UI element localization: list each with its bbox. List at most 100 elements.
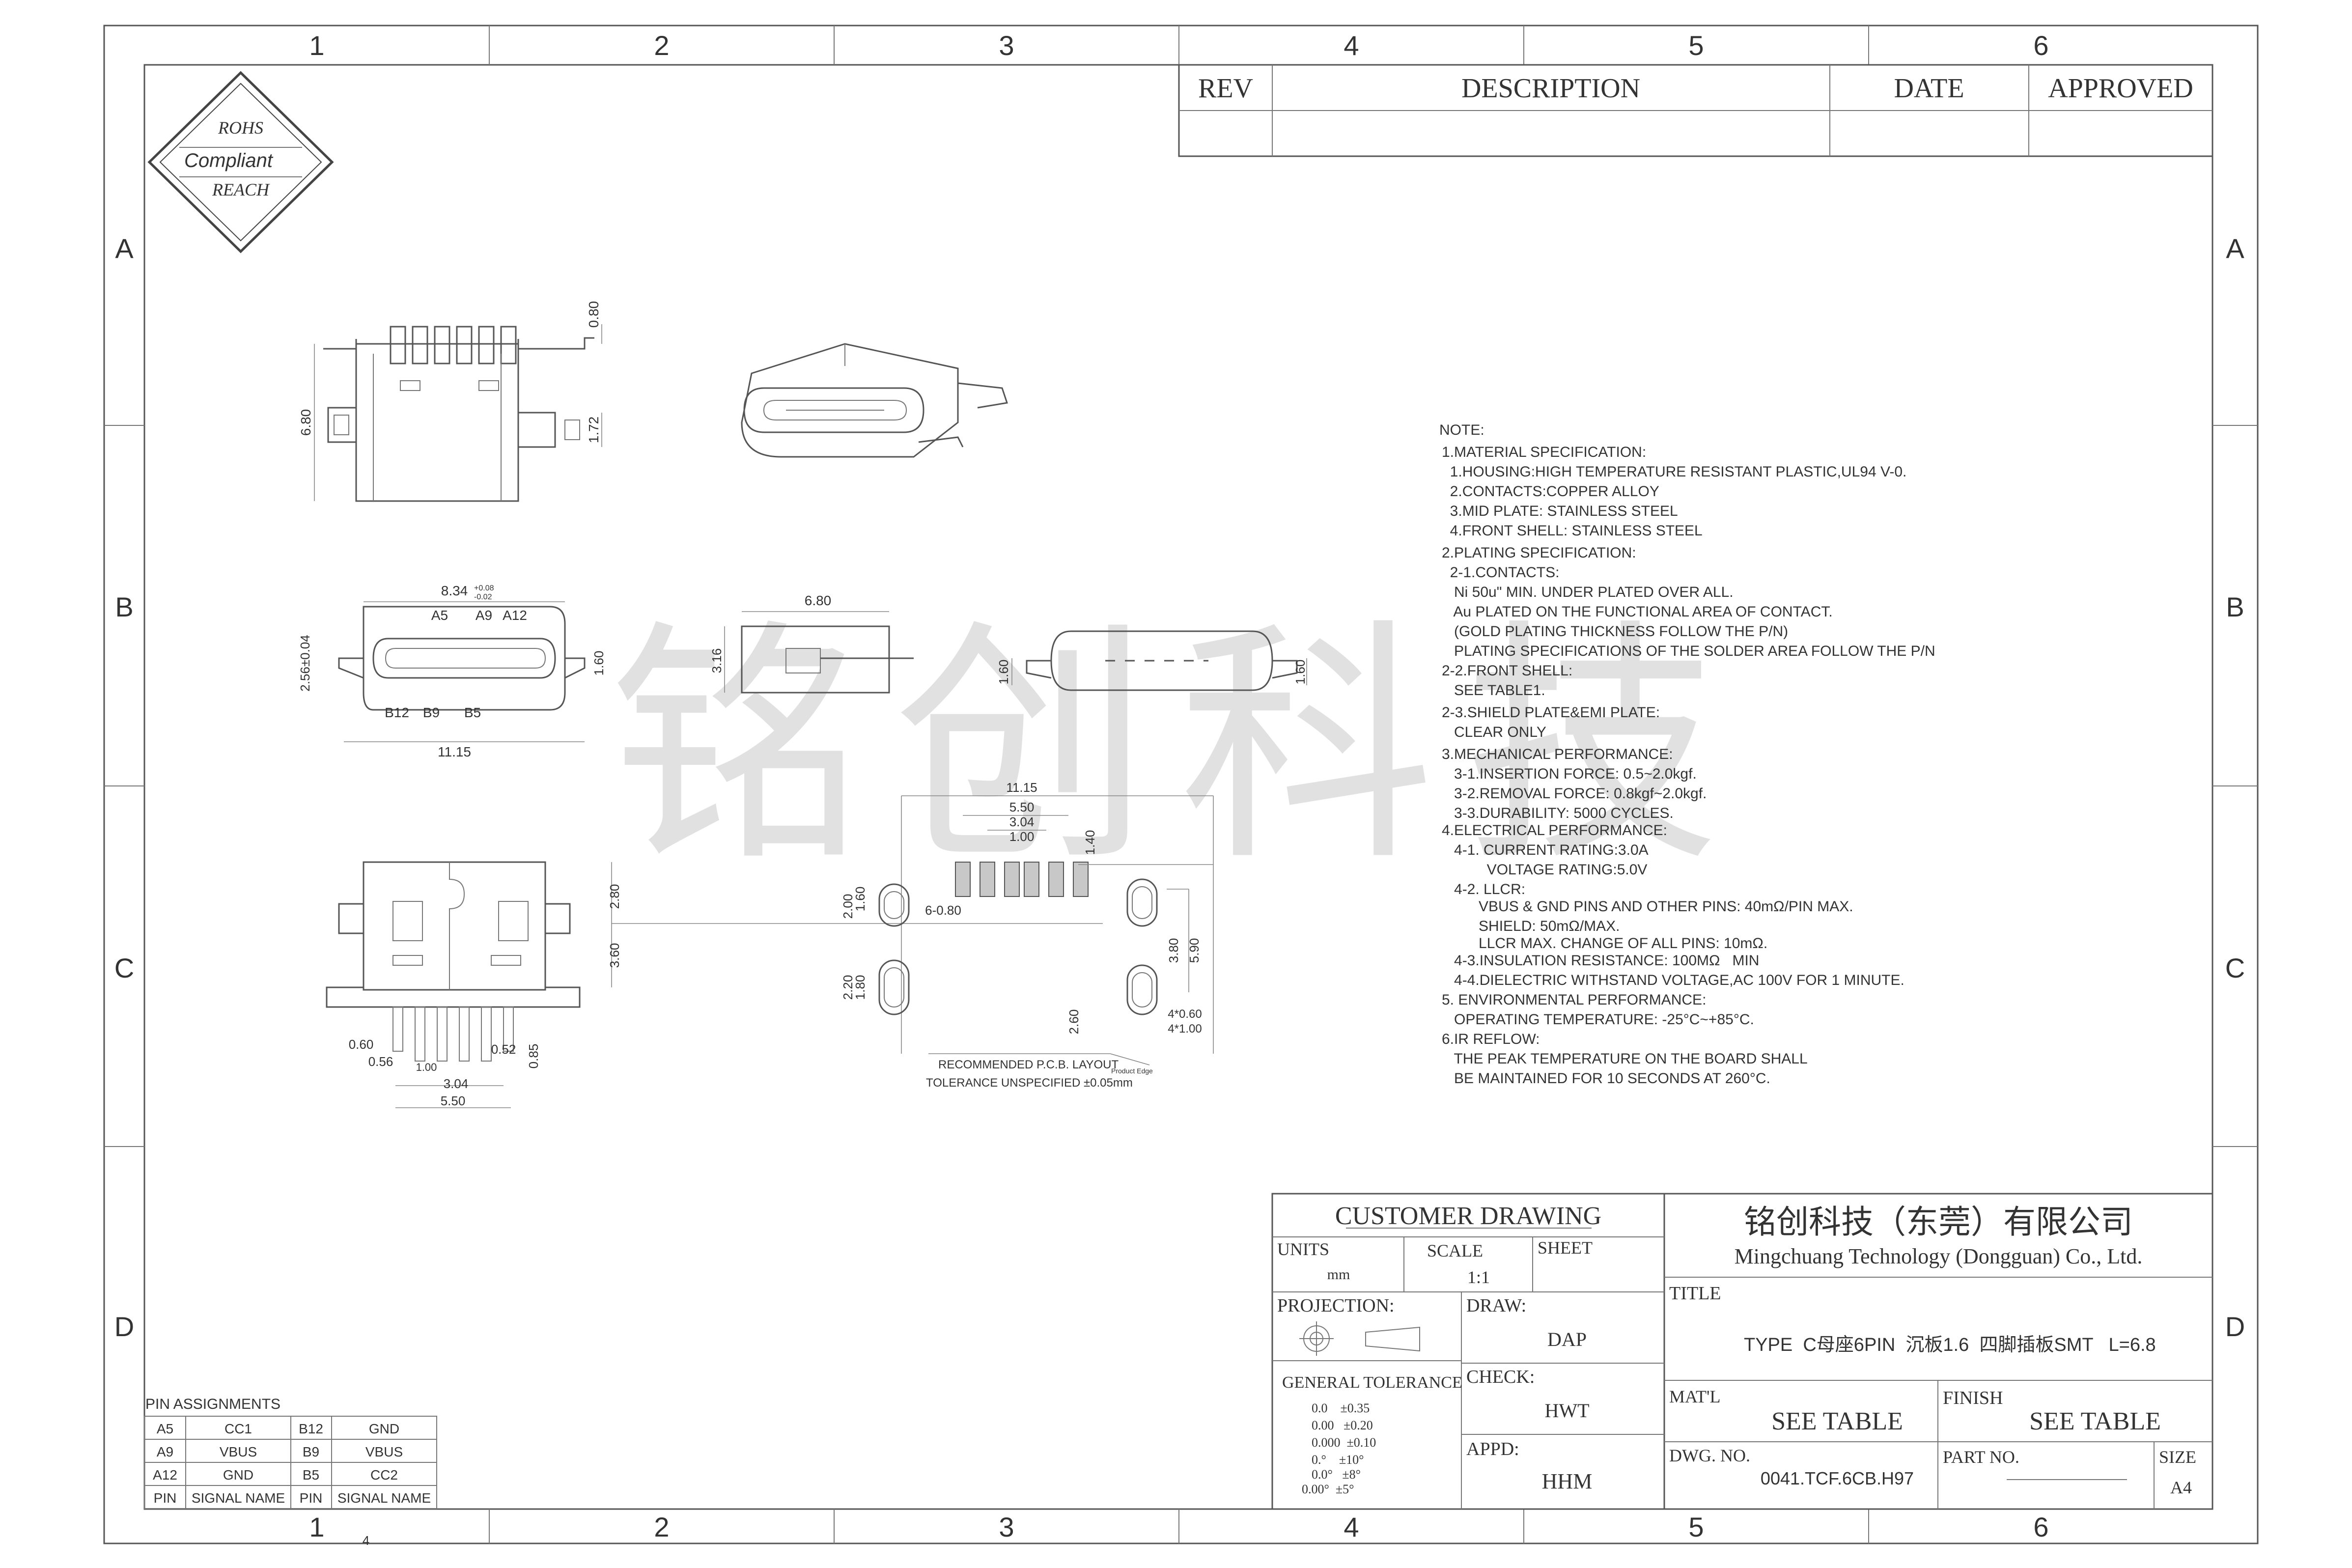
check-label: CHECK:	[1466, 1367, 1535, 1387]
part-no-label: PART NO.	[1943, 1447, 2019, 1467]
isometric-view	[741, 343, 1008, 458]
size-label: SIZE	[2159, 1447, 2196, 1467]
pcb-layout-note: RECOMMENDED P.C.B. LAYOUT	[938, 1058, 1119, 1071]
watermark: 铭创科技	[609, 598, 1749, 896]
dwg-no-label: DWG. NO.	[1669, 1446, 1750, 1465]
outer-frame	[103, 25, 2259, 1544]
pin-assignments-title: PIN ASSIGNMENTS	[145, 1396, 280, 1412]
dim-front-1-60: 1.60	[591, 651, 606, 676]
zone-labels-top: 1 2 3 4 5 6	[309, 30, 2048, 61]
projection-label: PROJECTION:	[1277, 1295, 1395, 1316]
note-line: 3.MECHANICAL PERFORMANCE:	[1442, 746, 1673, 762]
note-line: 2-1.CONTACTS:	[1442, 564, 1559, 581]
note-line: NOTE:	[1439, 422, 1484, 438]
note-line: OPERATING TEMPERATURE: -25°C~+85°C.	[1442, 1011, 1754, 1028]
dim-side-6-80: 6.80	[805, 593, 832, 608]
note-line: 3.MID PLATE: STAINLESS STEEL	[1442, 503, 1678, 519]
tolerance-note: TOLERANCE UNSPECIFIED ±0.05mm	[926, 1076, 1133, 1090]
signal-header: SIGNAL NAME	[337, 1490, 431, 1506]
zone-col-5-top: 5	[1688, 30, 1704, 61]
description-header: DESCRIPTION	[1461, 73, 1640, 104]
dim-pcb-5-90: 5.90	[1187, 938, 1202, 963]
signal-cell: GND	[369, 1421, 399, 1436]
scale-label: SCALE	[1427, 1241, 1483, 1260]
material-value: SEE TABLE	[1771, 1407, 1903, 1435]
dim-top-0-80: 0.80	[586, 301, 601, 328]
note-line: 4-3.INSULATION RESISTANCE: 100MΩ MIN	[1442, 952, 1759, 969]
rohs-reach-mark: ROHS Compliant REACH	[147, 71, 334, 253]
dim-pcb-5-50: 5.50	[1009, 800, 1035, 814]
company-name-en: Mingchuang Technology (Dongguan) Co., Lt…	[1735, 1244, 2143, 1268]
dwg-no-value: 0041.TCF.6CB.H97	[1761, 1468, 1914, 1488]
dim-bottom-1-00: 1.00	[416, 1061, 437, 1073]
dim-end-1-60-right: 1.60	[1293, 660, 1308, 685]
dim-bottom-5-50: 5.50	[441, 1093, 466, 1108]
note-line: 2-3.SHIELD PLATE&EMI PLATE:	[1442, 704, 1660, 721]
title-block: CUSTOMER DRAWING UNITS mm SCALE 1:1 SHEE…	[1271, 1193, 2213, 1510]
note-line: LLCR MAX. CHANGE OF ALL PINS: 10mΩ.	[1442, 935, 1767, 952]
zone-row-b-left: B	[115, 591, 133, 622]
scale-value: 1:1	[1467, 1267, 1490, 1287]
pin-label-a12: A12	[503, 608, 527, 623]
dim-pcb-1-80: 1.80	[853, 975, 868, 1000]
zone-row-c-right: C	[2225, 952, 2245, 983]
rev-header: REV	[1198, 73, 1253, 104]
zone-labels-bottom: 1 4 2 3 4 5 6	[309, 1512, 2048, 1548]
zone-ticks	[104, 26, 2258, 1543]
signal-header: SIGNAL NAME	[192, 1490, 285, 1506]
dim-front-8-34: 8.34	[441, 583, 468, 598]
material-label: MAT'L	[1669, 1387, 1720, 1406]
note-line: PLATING SPECIFICATIONS OF THE SOLDER ARE…	[1442, 643, 1935, 659]
note-line: CLEAR ONLY	[1442, 724, 1546, 740]
note-line: 4-4.DIELECTRIC WITHSTAND VOLTAGE,AC 100V…	[1442, 972, 1904, 988]
drawing-title: TYPE C母座6PIN 沉板1.6 四脚插板SMT L=6.8	[1744, 1335, 2156, 1355]
dim-pcb-2-20: 2.20	[840, 975, 855, 1000]
zone-row-d-left: D	[114, 1311, 134, 1342]
revision-block: REV DESCRIPTION DATE APPROVED	[1178, 64, 2213, 157]
zone-col-1-bottom: 1	[309, 1512, 324, 1542]
top-view: 6.80 0.80 1.72	[298, 301, 602, 502]
note-line: THE PEAK TEMPERATURE ON THE BOARD SHALL	[1442, 1051, 1808, 1067]
dim-bottom-0-60: 0.60	[349, 1037, 374, 1052]
tolerance-line: 0.0 ±0.35	[1312, 1401, 1370, 1415]
note-line: 4.ELECTRICAL PERFORMANCE:	[1442, 822, 1667, 839]
approved-header: APPROVED	[2048, 73, 2193, 104]
pin-label-a9: A9	[476, 608, 492, 623]
pin-label-b5: B5	[464, 705, 481, 720]
pin-header: PIN	[154, 1490, 177, 1506]
note-line: Au PLATED ON THE FUNCTIONAL AREA OF CONT…	[1442, 604, 1833, 620]
zone-row-d-right: D	[2225, 1311, 2245, 1342]
tolerance-list: 0.0 ±0.35 0.00 ±0.20 0.000 ±0.10 0.° ±10…	[1302, 1401, 1376, 1496]
signal-cell: VBUS	[365, 1444, 403, 1459]
note-line: 3-3.DURABILITY: 5000 CYCLES.	[1442, 805, 1674, 821]
appd-label: APPD:	[1466, 1439, 1519, 1459]
note-line: 2-2.FRONT SHELL:	[1442, 663, 1572, 679]
draw-value: DAP	[1547, 1328, 1587, 1350]
dim-side-3-16: 3.16	[709, 648, 724, 673]
sheet-label: SHEET	[1538, 1238, 1593, 1258]
note-line: 4-1. CURRENT RATING:3.0A	[1442, 842, 1649, 858]
note-line: 3-1.INSERTION FORCE: 0.5~2.0kgf.	[1442, 766, 1697, 782]
zone-labels-left: A B C D	[114, 233, 134, 1342]
signal-cell: VBUS	[220, 1444, 257, 1459]
zone-row-a-right: A	[2226, 233, 2244, 264]
side-view: 6.80 3.16	[709, 593, 914, 694]
signal-cell: CC2	[370, 1467, 398, 1483]
dim-bottom-0-56: 0.56	[368, 1054, 393, 1069]
draw-label: DRAW:	[1466, 1295, 1526, 1316]
dim-bottom-2-80: 2.80	[607, 884, 622, 909]
units-label: UNITS	[1277, 1239, 1329, 1259]
zone-col-3-bottom: 3	[999, 1512, 1014, 1542]
pin-label-b12: B12	[385, 705, 409, 720]
pin-cell: A12	[153, 1467, 177, 1483]
note-line: 4-2. LLCR:	[1442, 881, 1525, 897]
pcb-layout: 11.15 5.50 3.04 1.00 1.40 2.00 1.60 6-0.…	[840, 780, 1214, 1090]
pin-header: PIN	[300, 1490, 323, 1506]
zone-bottom-extra: 4	[363, 1533, 369, 1548]
note-line: 3-2.REMOVAL FORCE: 0.8kgf~2.0kgf.	[1442, 785, 1707, 802]
note-line: 4.FRONT SHELL: STAINLESS STEEL	[1442, 523, 1703, 539]
dim-front-2-56: 2.56±0.04	[298, 635, 312, 691]
note-line: (GOLD PLATING THICKNESS FOLLOW THE P/N)	[1442, 623, 1788, 640]
tolerance-line: 0.00 ±0.20	[1312, 1418, 1373, 1432]
